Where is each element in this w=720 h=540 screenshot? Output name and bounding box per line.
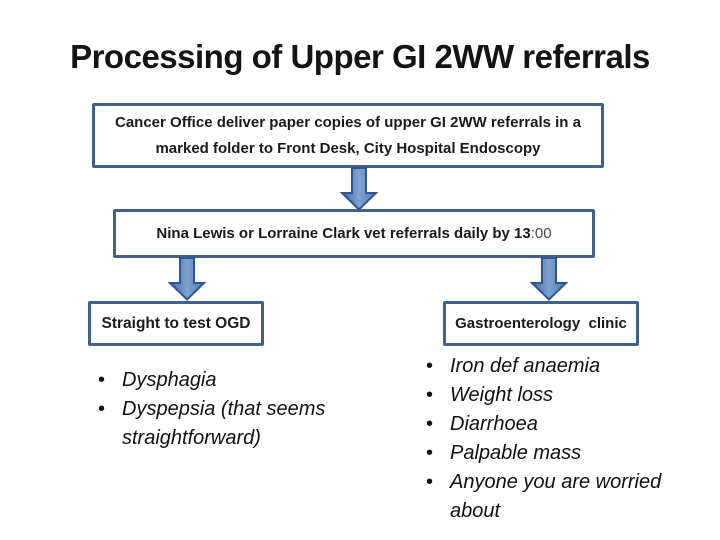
list-item: • Iron def anaemia (426, 352, 690, 381)
flow-box-gastroenterology-clinic-label: Gastroenterology clinic (455, 315, 627, 332)
slide-title: Processing of Upper GI 2WW referrals (70, 38, 650, 75)
ogd-criteria-list: • Dysphagia • Dyspepsia (that seems stra… (98, 366, 350, 453)
flow-box-straight-to-test-ogd: Straight to test OGD (88, 301, 264, 346)
bullet-icon: • (426, 355, 434, 377)
flow-box-straight-to-test-ogd-label: Straight to test OGD (101, 314, 251, 332)
bullet-icon: • (98, 369, 106, 391)
flow-box-cancer-office-line1: Cancer Office deliver paper copies of up… (115, 114, 581, 131)
down-arrow-icon (167, 257, 207, 301)
vetting-text-main: Nina Lewis or Lorraine Clark vet referra… (156, 225, 531, 242)
list-item: • Diarrhoea (426, 410, 690, 439)
list-item: • Weight loss (426, 381, 690, 410)
bullet-icon: • (98, 398, 106, 420)
bullet-icon: • (426, 471, 434, 493)
flow-box-vetting-text: Nina Lewis or Lorraine Clark vet referra… (156, 225, 551, 242)
down-arrow-icon (529, 257, 569, 301)
list-item-text: Palpable mass (450, 442, 582, 464)
list-item-text: Anyone you are worried about (450, 471, 662, 522)
vetting-time-suffix: :00 (530, 225, 552, 242)
bullet-icon: • (426, 413, 434, 435)
list-item: • Palpable mass (426, 439, 690, 468)
list-item-text: Diarrhoea (450, 413, 538, 435)
flow-box-vetting: Nina Lewis or Lorraine Clark vet referra… (113, 209, 595, 258)
bullet-icon: • (426, 384, 434, 406)
flow-box-cancer-office-line2: marked folder to Front Desk, City Hospit… (155, 139, 541, 157)
list-item-text: Dyspepsia (that seems straightforward) (122, 398, 326, 449)
list-item: • Dyspepsia (that seems straightforward) (98, 395, 350, 453)
flow-box-cancer-office: Cancer Office deliver paper copies of up… (92, 103, 604, 168)
list-item: • Anyone you are worried about (426, 468, 690, 526)
list-item-text: Iron def anaemia (450, 355, 601, 377)
list-item-text: Weight loss (450, 384, 554, 406)
clinic-criteria-list: • Iron def anaemia • Weight loss • Diarr… (426, 352, 690, 526)
down-arrow-icon (339, 167, 379, 211)
bullet-icon: • (426, 442, 434, 464)
list-item: • Dysphagia (98, 366, 350, 395)
list-item-text: Dysphagia (122, 369, 217, 391)
flow-box-gastroenterology-clinic: Gastroenterology clinic (443, 301, 639, 346)
